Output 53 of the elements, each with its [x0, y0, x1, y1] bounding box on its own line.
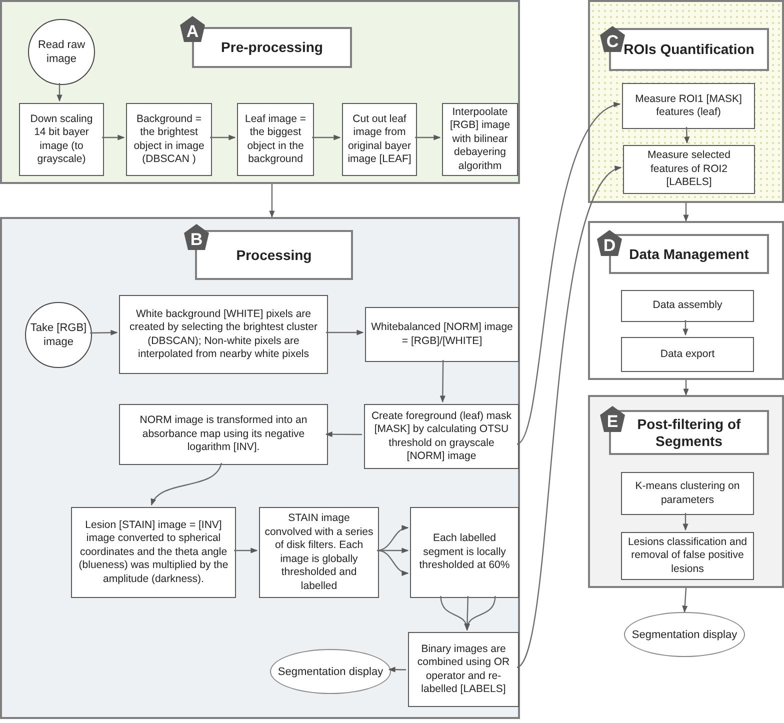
process-box: Down scaling 14 bit bayer image (to grayscale)	[19, 103, 104, 176]
process-box: Data export	[621, 337, 754, 372]
section-panel	[0, 217, 520, 719]
process-box: Measure selected features of ROI2 [LABELS]	[623, 145, 755, 194]
arrow	[102, 134, 125, 140]
arrow	[684, 126, 690, 144]
arrow	[682, 320, 688, 336]
process-box: STAIN image convolved with a series of disk filters. Each image is globally thresholded and labelled	[259, 507, 379, 598]
end-ellipse: Segmentation display	[624, 612, 745, 657]
arrow	[90, 330, 118, 336]
arrow	[516, 103, 621, 445]
arrow	[376, 526, 409, 552]
process-box: Whitebalanced [NORM] image = [RGB]/[WHITE]	[365, 307, 519, 362]
process-box: Leaf image = the biggest object in the background	[237, 103, 314, 176]
process-box: Each labelled segment is locally thresholded at 60%	[410, 507, 519, 598]
process-box: Background = the brightest object in image (DBSCAN )	[126, 103, 212, 176]
section-panel	[0, 0, 520, 184]
arrow	[325, 432, 362, 438]
process-box: Create foreground (leaf) mask [MASK] by calculating OTSU threshold on grayscale [NORM] image	[364, 404, 519, 469]
arrow	[326, 330, 364, 336]
section-panel	[588, 221, 784, 380]
arrow	[683, 203, 689, 222]
process-box: Binary images are combined using OR operator and re-labelled [LABELS]	[408, 632, 519, 707]
section-panel	[588, 395, 784, 588]
process-box: Cut out leaf image from original bayer image [LEAF]	[342, 103, 417, 176]
section-badge: A	[180, 16, 205, 42]
process-box: Interpoolate [RGB] image with bilinear debayering algorithm	[442, 103, 518, 176]
arrow	[516, 167, 622, 668]
arrow	[465, 596, 496, 631]
arrow	[269, 184, 275, 218]
arrow	[682, 513, 688, 531]
arrow	[682, 588, 688, 613]
section-badge: B	[184, 224, 209, 250]
process-box: Data assembly	[621, 290, 754, 322]
arrow	[464, 596, 470, 631]
arrow	[376, 550, 409, 576]
arrow	[150, 462, 222, 506]
arrow	[312, 134, 341, 140]
arrow	[440, 360, 446, 403]
section-panel	[588, 0, 784, 203]
arrow	[415, 134, 441, 140]
arrow	[56, 83, 62, 102]
process-box: NORM image is transformed into an absorbance map using its negative logarithm [INV].	[119, 404, 328, 465]
process-box: Lesions classification and removal of false positive lesions	[621, 532, 754, 580]
process-box: Lesion [STAIN] image = [INV] image converted to spherical coordinates and the theta angle (blueness) was multiplied by the amplitude (darkness).	[71, 507, 236, 598]
process-box: Measure ROI1 [MASK] features (leaf)	[622, 83, 755, 129]
arrow	[210, 134, 236, 140]
process-box: White background [WHITE] pixels are created by selecting the brightest cluster (DBSCAN); Non-white pixels are interpolated from nearby white pixels	[119, 295, 328, 374]
process-box: K-means clustering on parameters	[621, 472, 754, 515]
end-ellipse: Segmentation display	[270, 649, 391, 694]
arrow	[683, 380, 689, 396]
arrow	[234, 548, 258, 554]
arrow	[388, 666, 406, 672]
